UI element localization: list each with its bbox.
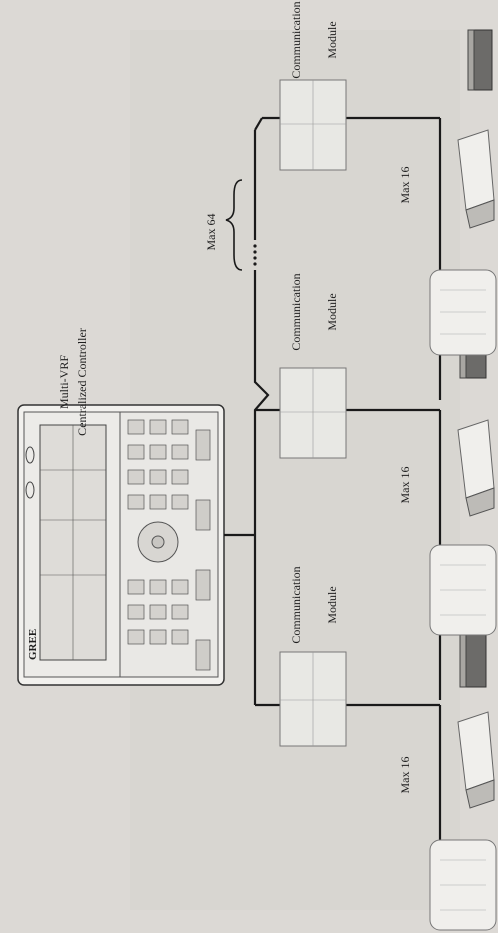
indoor-units-group-top bbox=[429, 29, 497, 356]
module-top-line2: Module bbox=[325, 21, 339, 58]
communication-module-top bbox=[279, 79, 347, 171]
max16-bottom-label: Max 16 bbox=[398, 757, 412, 794]
ellipsis-dots bbox=[253, 244, 257, 266]
max16-top-label: Max 16 bbox=[398, 167, 412, 204]
centralized-controller: GREE bbox=[17, 404, 225, 686]
communication-module-middle bbox=[279, 367, 347, 459]
module-middle-line1: Communication bbox=[289, 273, 303, 350]
module-middle-line2: Module bbox=[325, 293, 339, 330]
communication-module-bottom bbox=[279, 651, 347, 747]
controller-title-line1: Multi-VRF bbox=[57, 355, 71, 409]
controller-title-line2: Centralized Controller bbox=[75, 328, 89, 436]
controller-brand: GREE bbox=[27, 629, 39, 660]
module-bottom-line2: Module bbox=[325, 586, 339, 623]
module-top-line1: Communication bbox=[289, 1, 303, 78]
max16-middle-label: Max 16 bbox=[398, 467, 412, 504]
max64-brace bbox=[225, 179, 243, 271]
module-bottom-line1: Communication bbox=[289, 566, 303, 643]
max64-label: Max 64 bbox=[204, 214, 218, 251]
